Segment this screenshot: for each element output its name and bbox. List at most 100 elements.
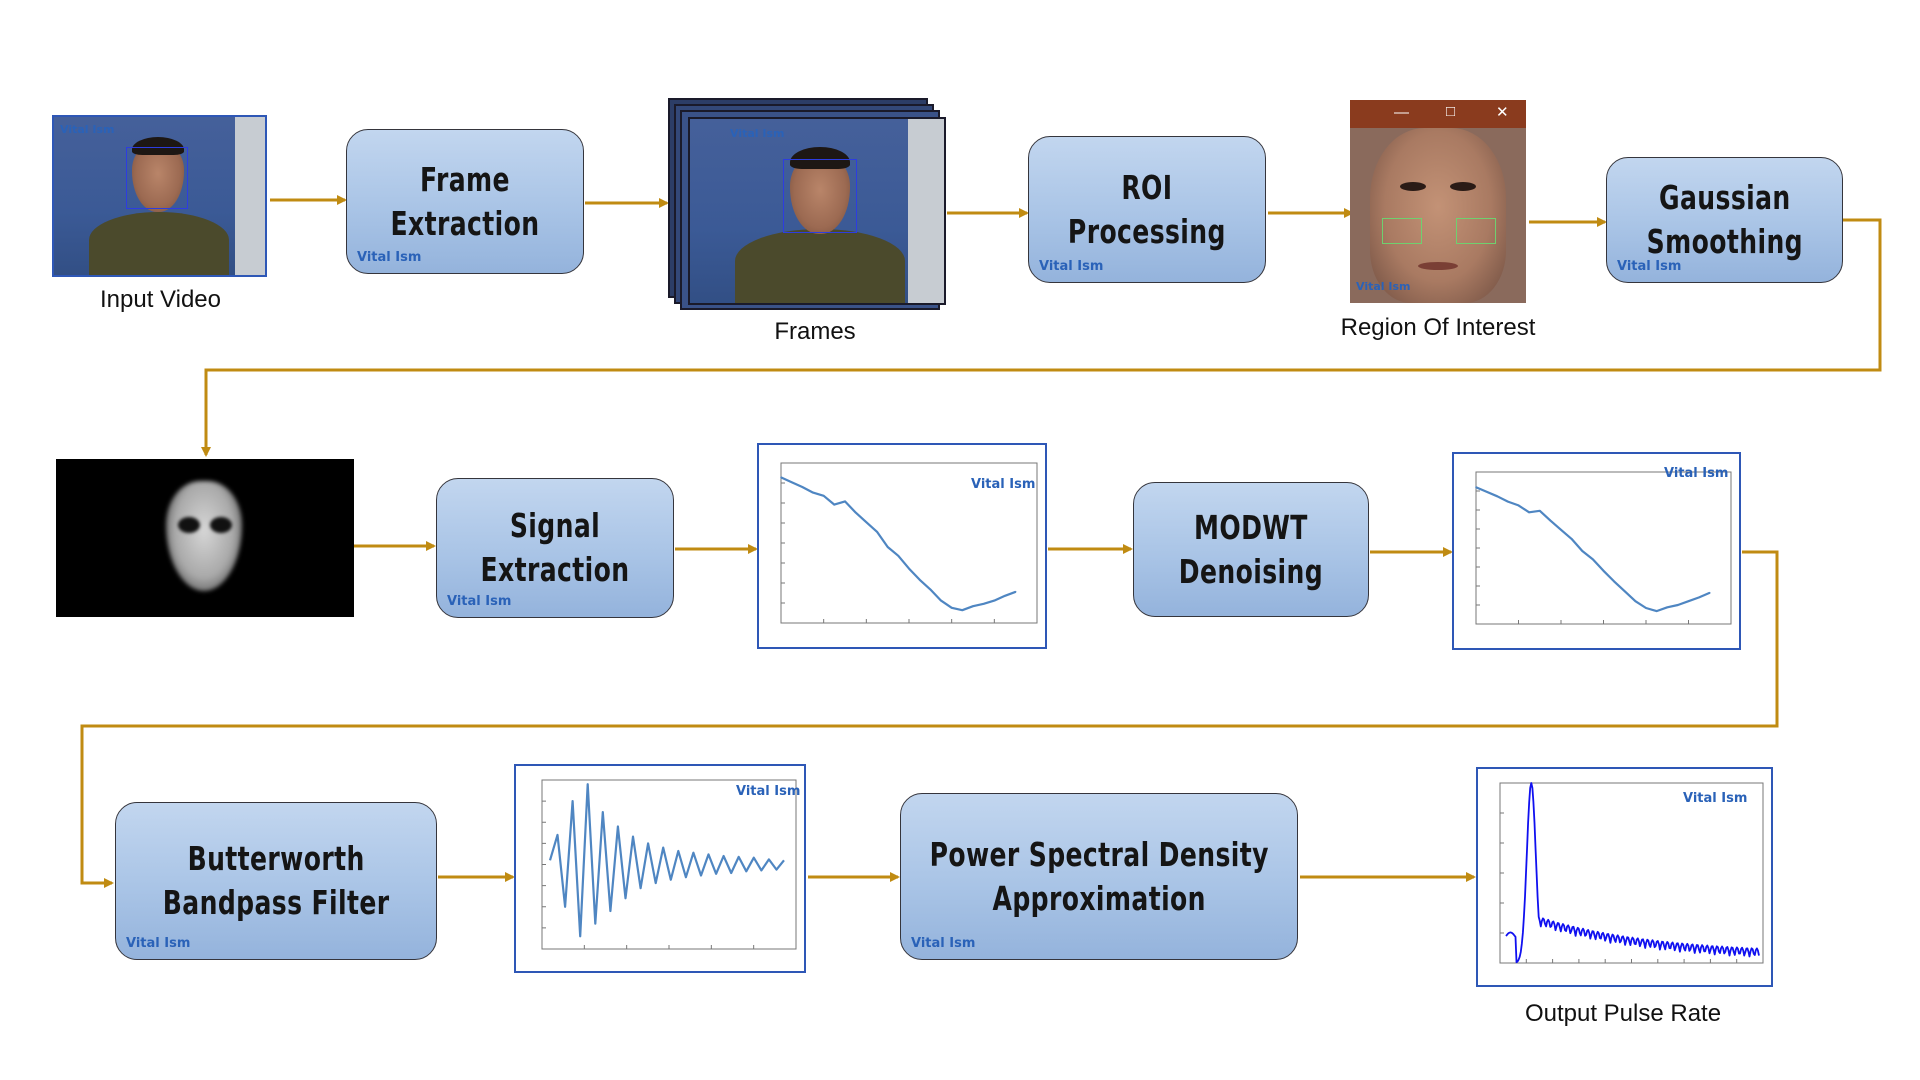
watermark-logo: Vital Ism — [736, 784, 801, 799]
signal-point — [1528, 511, 1530, 514]
watermark-logo: Vital Ism — [1683, 791, 1748, 806]
denoised-signal-svg — [1475, 471, 1732, 625]
step-label-line1: MODWT — [1194, 507, 1308, 547]
step-modwt-denoising: MODWT Denoising — [1133, 482, 1369, 617]
plot-axes-box — [1499, 782, 1764, 964]
maximize-icon[interactable]: □ — [1446, 103, 1456, 120]
signal-point — [1613, 580, 1615, 583]
raw-signal-svg — [780, 462, 1038, 624]
step-roi-processing: ROI Processing Vital Ism — [1028, 136, 1266, 283]
signal-point — [1602, 570, 1605, 572]
output-psd-plot: Vital Ism — [1476, 767, 1773, 987]
roi-left-eye — [1400, 182, 1426, 191]
mask-right-eye — [210, 517, 232, 533]
signal-point — [886, 546, 889, 548]
signal-point — [972, 605, 974, 607]
signal-point — [961, 609, 964, 611]
signal-point — [1666, 606, 1669, 609]
signal-point — [854, 511, 857, 514]
signal-point — [1581, 550, 1584, 552]
signal-point — [940, 599, 942, 602]
arrow-gaussian-to-mask — [201, 218, 1882, 457]
signal-point — [876, 531, 878, 533]
person-hair — [132, 137, 184, 155]
signal-point — [812, 491, 814, 494]
signal-point — [844, 500, 846, 503]
signal-point — [1496, 495, 1499, 498]
watermark-logo: Vital Ism — [971, 477, 1036, 492]
close-icon[interactable]: ✕ — [1496, 104, 1509, 121]
signal-point — [897, 555, 900, 557]
step-label: MODWT Denoising — [1179, 506, 1323, 594]
step-label-line2: Extraction — [390, 203, 540, 243]
signal-point — [1677, 604, 1679, 606]
signal-point — [1634, 600, 1637, 602]
signal-point — [993, 599, 996, 602]
caption-input-video: Input Video — [100, 286, 221, 313]
signal-point — [801, 486, 804, 488]
step-label-line1: Power Spectral Density — [929, 834, 1269, 874]
signal-point — [1004, 595, 1006, 597]
step-label: Butterworth Bandpass Filter — [163, 837, 390, 925]
filtered-signal-plot: Vital Ism — [514, 764, 806, 973]
signal-point — [908, 567, 910, 570]
signal-point — [1687, 600, 1690, 602]
signal-point — [822, 495, 825, 497]
watermark-logo: Vital Ism — [1356, 280, 1411, 293]
signal-point — [1592, 558, 1594, 561]
input-video-thumbnail: Vital Ism — [52, 115, 267, 277]
signal-point — [1623, 590, 1626, 593]
signal-point — [950, 607, 953, 609]
step-label-line2: Extraction — [480, 550, 630, 589]
signal-point — [1475, 486, 1477, 488]
step-power-spectral-density: Power Spectral Density Approximation Vit… — [900, 793, 1298, 960]
plot-axes-box — [1475, 471, 1732, 625]
signal-point — [1517, 504, 1520, 507]
filtered-signal-svg — [541, 779, 797, 950]
step-label-line2: Smoothing — [1646, 222, 1803, 261]
watermark-logo: Vital Ism — [447, 594, 512, 609]
signal-series-line — [1475, 486, 1711, 613]
signal-point — [1698, 596, 1700, 599]
signal-point — [1570, 538, 1573, 540]
watermark-logo: Vital Ism — [60, 123, 115, 136]
step-label-line1: Signal — [509, 506, 601, 545]
psd-series-line — [1505, 782, 1760, 964]
signal-point — [780, 476, 782, 479]
signal-point — [865, 521, 868, 523]
step-label: Gaussian Smoothing — [1646, 176, 1802, 264]
signal-point — [790, 481, 793, 483]
step-label-line1: Butterworth — [187, 839, 365, 878]
signal-series-line — [780, 476, 1017, 612]
roi-right-eye — [1450, 182, 1476, 191]
caption-output-pulse-rate: Output Pulse Rate — [1524, 1000, 1722, 1027]
minimize-icon[interactable]: — — [1394, 104, 1409, 121]
step-label: ROI Processing — [1068, 166, 1226, 254]
face-detection-box — [126, 147, 188, 209]
smoothed-face-mask — [56, 459, 354, 617]
watermark-logo: Vital Ism — [911, 936, 976, 951]
signal-point — [1538, 509, 1541, 512]
signal-point — [1507, 500, 1509, 503]
step-label-line1: Frame — [420, 159, 510, 199]
signal-point — [1560, 528, 1562, 531]
roi-window-titlebar: — □ ✕ — [1350, 100, 1526, 128]
signal-point — [918, 579, 921, 581]
frames-thumbnail: Vital Ism — [688, 117, 946, 305]
step-frame-extraction: Frame Extraction Vital Ism — [346, 129, 584, 274]
watermark-logo: Vital Ism — [1039, 259, 1104, 274]
face-detection-box — [783, 159, 857, 233]
raw-signal-plot: Vital Ism — [757, 443, 1047, 649]
psd-svg — [1499, 782, 1764, 964]
signal-point — [982, 603, 985, 605]
watermark-logo: Vital Ism — [730, 127, 785, 140]
signal-point — [1485, 490, 1488, 493]
roi-window: — □ ✕ Vital Ism — [1350, 100, 1526, 303]
step-label-line2: Denoising — [1178, 551, 1324, 591]
caption-region-of-interest: Region Of Interest — [1340, 314, 1536, 341]
signal-point — [1549, 519, 1552, 522]
signal-point — [1655, 610, 1658, 612]
step-label-line2: Bandpass Filter — [162, 883, 390, 922]
background-wall — [235, 117, 265, 275]
